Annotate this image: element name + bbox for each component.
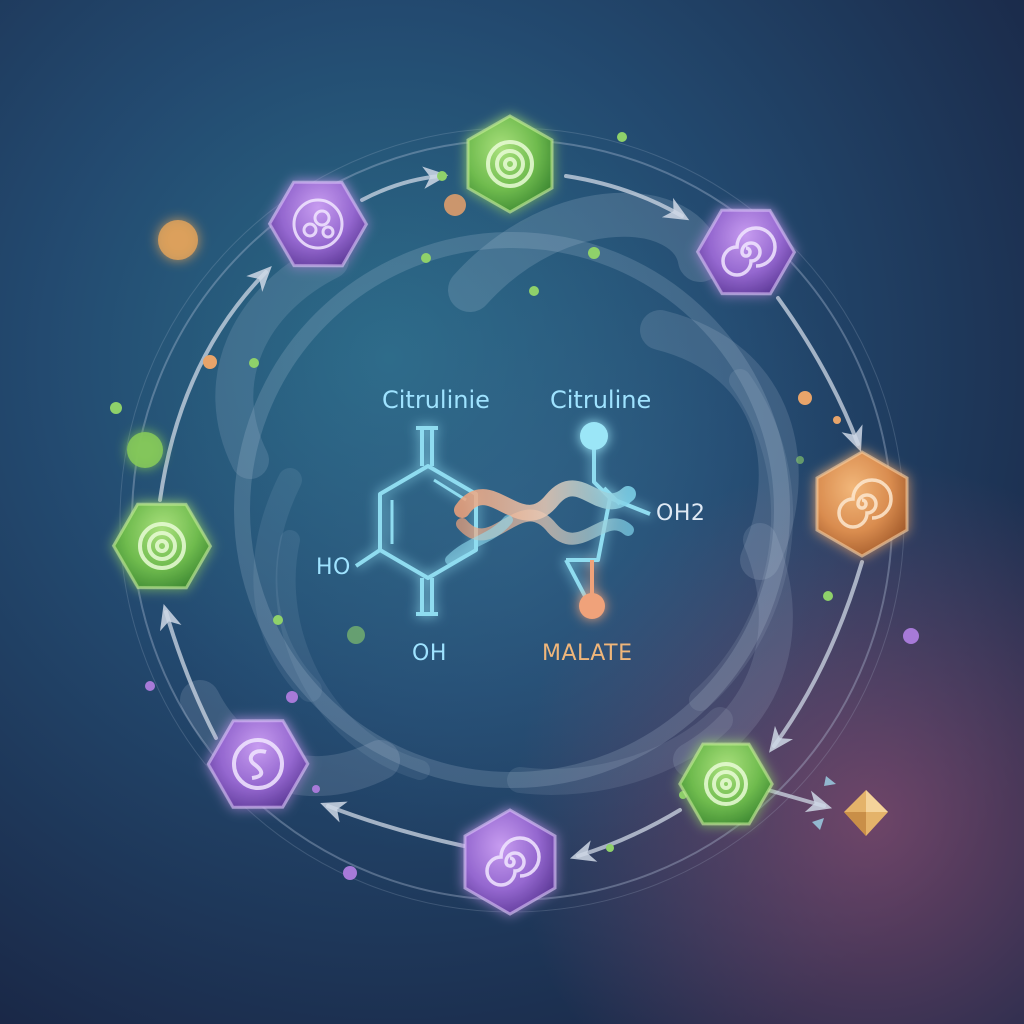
cycle-nodes [102, 114, 909, 916]
oh2-label: OH2 [656, 501, 705, 526]
cycle-arrows [158, 166, 864, 862]
malate-label: MALATE [542, 641, 632, 666]
cell-icon [292, 198, 344, 250]
node-right[interactable] [815, 450, 909, 558]
oh-label: OH [412, 641, 447, 666]
node-left[interactable] [102, 483, 223, 608]
node-right-top[interactable] [686, 189, 807, 314]
particles [110, 132, 919, 880]
node-top-left[interactable] [258, 161, 379, 286]
spiral-icon [721, 226, 777, 277]
chemical-structure: Citrulinie Citruline HO OH OH2 MALATE [316, 386, 705, 666]
node-top[interactable] [466, 114, 554, 214]
spiral-icon [486, 140, 534, 188]
ho-label: HO [316, 555, 351, 580]
spiral-icon [837, 478, 893, 529]
spiral-icon [485, 836, 541, 887]
spiral-icon [704, 762, 748, 806]
node-bottom-left[interactable] [196, 699, 320, 829]
spiral-icon [138, 522, 186, 570]
atom-top [580, 422, 608, 450]
atom-bottom [579, 593, 605, 619]
sparkle-shards [812, 776, 888, 836]
swirl-icon [232, 738, 284, 790]
left-structure-title: Citrulinie [382, 386, 490, 414]
right-structure-title: Citruline [550, 386, 651, 414]
node-bottom[interactable] [463, 808, 557, 916]
node-bottom-right[interactable] [668, 724, 783, 844]
helix-ribbon [445, 480, 636, 565]
